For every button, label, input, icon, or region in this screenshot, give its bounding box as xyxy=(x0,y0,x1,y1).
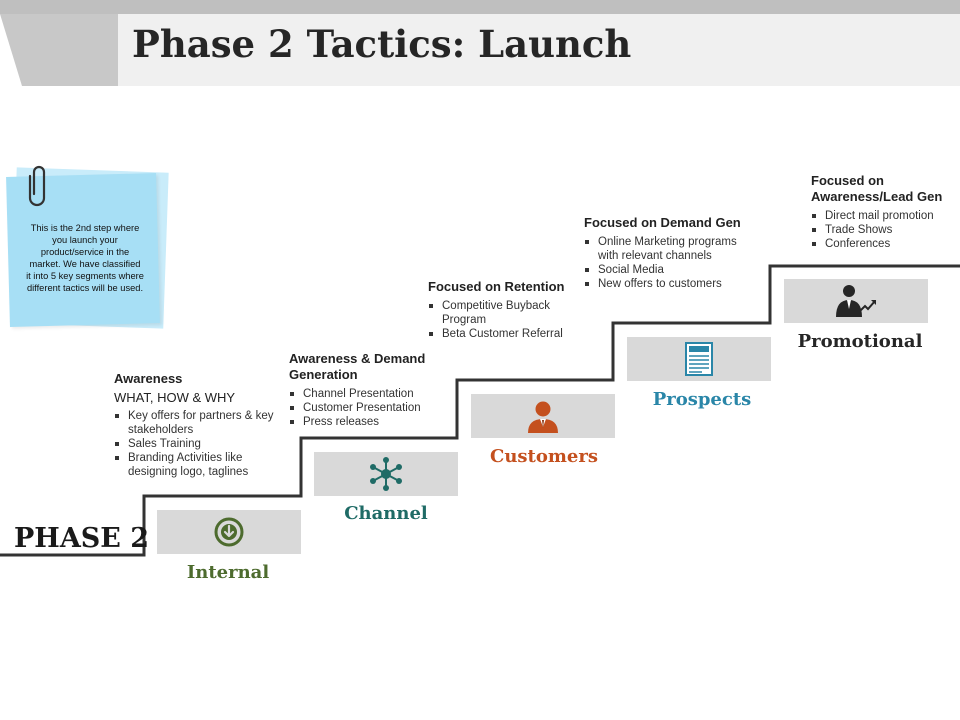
step-bullet-list: Key offers for partners & key stakeholde… xyxy=(114,409,284,479)
step-label-prospects: Prospects xyxy=(652,389,752,410)
step-label-promotional: Promotional xyxy=(797,331,923,352)
header-top-bar xyxy=(0,0,960,14)
step-bullet-list: Competitive Buyback Program Beta Custome… xyxy=(428,299,588,341)
step-label-channel: Channel xyxy=(344,503,428,524)
bullet-item: Competitive Buyback Program xyxy=(428,299,588,327)
network-hub-icon xyxy=(370,457,402,491)
bullet-item: Customer Presentation xyxy=(289,401,449,415)
page-title: Phase 2 Tactics: Launch xyxy=(132,22,632,66)
step-channel-text: Awareness & Demand Generation Channel Pr… xyxy=(289,351,449,429)
bullet-item: Press releases xyxy=(289,415,449,429)
step-box-channel xyxy=(314,452,458,496)
step-label-internal: Internal xyxy=(186,562,270,583)
step-heading: Awareness xyxy=(114,371,183,386)
bullet-item: Direct mail promotion xyxy=(811,209,959,223)
step-box-internal xyxy=(157,510,301,554)
bullet-item: Branding Activities like designing logo,… xyxy=(114,451,284,479)
step-customers-text: Focused on Retention Competitive Buyback… xyxy=(428,279,588,341)
title-slant-shape xyxy=(0,14,140,86)
step-bullet-list: Direct mail promotion Trade Shows Confer… xyxy=(811,209,959,251)
paperclip-icon xyxy=(28,165,46,207)
step-heading: Focused on Awareness/Lead Gen xyxy=(811,173,943,204)
step-heading: Focused on Retention xyxy=(428,279,565,294)
bullet-item: Conferences xyxy=(811,237,959,251)
bullet-item: Trade Shows xyxy=(811,223,959,237)
step-box-prospects xyxy=(627,337,771,381)
phase-label: PHASE 2 xyxy=(14,523,150,554)
step-bullet-list: Channel Presentation Customer Presentati… xyxy=(289,387,449,429)
step-promotional-text: Focused on Awareness/Lead Gen Direct mai… xyxy=(811,173,959,251)
bullet-item: New offers to customers xyxy=(584,277,754,291)
title-band xyxy=(118,14,960,86)
businessman-growth-icon xyxy=(836,285,876,317)
bullet-item: Online Marketing programs with relevant … xyxy=(584,235,754,263)
newspaper-icon xyxy=(685,342,713,376)
step-prospects-text: Focused on Demand Gen Online Marketing p… xyxy=(584,215,754,291)
step-box-customers xyxy=(471,394,615,438)
step-label-customers: Customers xyxy=(490,446,598,467)
step-box-promotional xyxy=(784,279,928,323)
bullet-item: Key offers for partners & key stakeholde… xyxy=(114,409,284,437)
bullet-item: Channel Presentation xyxy=(289,387,449,401)
step-bullet-list: Online Marketing programs with relevant … xyxy=(584,235,754,291)
step-internal-text: Awareness WHAT, HOW & WHY Key offers for… xyxy=(114,371,284,479)
bullet-item: Sales Training xyxy=(114,437,284,451)
bullet-item: Beta Customer Referral xyxy=(428,327,588,341)
sticky-note-text: This is the 2nd step where you launch yo… xyxy=(26,223,144,293)
step-heading: Focused on Demand Gen xyxy=(584,215,741,230)
person-icon xyxy=(528,401,558,433)
bullet-item: Social Media xyxy=(584,263,754,277)
download-circle-icon xyxy=(214,517,244,547)
step-subheading: WHAT, HOW & WHY xyxy=(114,390,236,405)
step-heading: Awareness & Demand Generation xyxy=(289,351,426,382)
